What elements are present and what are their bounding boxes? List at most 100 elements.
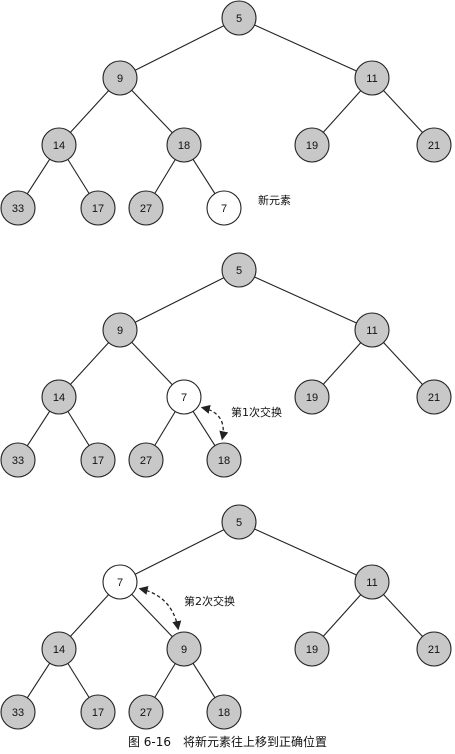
heap-node: 33 <box>0 694 36 730</box>
node-circle <box>80 442 116 478</box>
tree-edge <box>67 411 90 446</box>
node-value: 27 <box>140 455 152 467</box>
node-value: 33 <box>12 455 24 467</box>
heap-node: 17 <box>80 190 116 226</box>
tree-edge <box>254 276 357 324</box>
node-circle <box>354 312 390 348</box>
heap-node: 14 <box>41 379 77 415</box>
node-circle <box>294 631 330 667</box>
tree-edge <box>67 663 90 698</box>
node-value: 17 <box>92 455 104 467</box>
tree-edge <box>322 342 362 385</box>
node-value: 7 <box>221 203 227 215</box>
node-circle <box>128 694 164 730</box>
node-value: 17 <box>92 203 104 215</box>
heap-node: 9 <box>166 631 202 667</box>
tree-edge <box>154 663 176 698</box>
new-element-node: 7 <box>102 564 138 600</box>
node-circle <box>206 442 242 478</box>
node-value: 18 <box>178 140 190 152</box>
node-value: 18 <box>218 455 230 467</box>
node-value: 14 <box>53 392 65 404</box>
node-circle <box>221 252 257 288</box>
node-value: 11 <box>366 577 377 589</box>
heap-node: 33 <box>0 442 36 478</box>
node-value: 5 <box>236 265 242 277</box>
node-value: 14 <box>53 140 65 152</box>
node-circle <box>102 312 138 348</box>
node-value: 5 <box>236 13 242 25</box>
node-value: 21 <box>428 392 440 404</box>
node-circle <box>80 190 116 226</box>
tree-edge <box>383 90 423 133</box>
heap-node: 17 <box>80 442 116 478</box>
node-value: 7 <box>117 577 123 589</box>
heap-node: 19 <box>294 631 330 667</box>
node-circle <box>128 190 164 226</box>
node-circle <box>102 564 138 600</box>
node-circle <box>0 190 36 226</box>
heap-node: 5 <box>221 252 257 288</box>
node-circle <box>354 60 390 96</box>
node-value: 19 <box>306 392 318 404</box>
figure-caption: 图 6-16 将新元素往上移到正确位置 <box>127 735 328 749</box>
node-circle <box>294 127 330 163</box>
node-circle <box>416 631 452 667</box>
stage-3: 5 7 11 14 9 19 21 33 17 27 18 第2次交换 <box>0 504 452 730</box>
node-value: 33 <box>12 707 24 719</box>
heap-node: 33 <box>0 190 36 226</box>
node-circle <box>221 504 257 540</box>
heap-node: 9 <box>102 60 138 96</box>
node-value: 19 <box>306 140 318 152</box>
heap-node: 18 <box>206 694 242 730</box>
node-value: 18 <box>218 707 230 719</box>
tree-edge <box>322 90 362 133</box>
heap-node: 5 <box>221 504 257 540</box>
node-value: 21 <box>428 644 440 656</box>
node-circle <box>0 442 36 478</box>
tree-edge <box>254 24 357 72</box>
new-element-node: 7 <box>166 379 202 415</box>
tree-edge <box>322 594 362 637</box>
node-circle <box>416 379 452 415</box>
node-circle <box>102 60 138 96</box>
node-value: 9 <box>117 73 123 85</box>
heap-node: 11 <box>354 312 390 348</box>
heap-node: 14 <box>41 631 77 667</box>
node-circle <box>41 379 77 415</box>
tree-edge <box>154 159 176 194</box>
node-circle <box>354 564 390 600</box>
node-circle <box>41 127 77 163</box>
node-circle <box>0 694 36 730</box>
node-value: 9 <box>117 325 123 337</box>
tree-edge <box>69 342 110 385</box>
heap-node: 21 <box>416 631 452 667</box>
tree-edge <box>67 159 90 194</box>
heap-node: 27 <box>128 694 164 730</box>
tree-edge <box>131 89 173 134</box>
heap-node: 27 <box>128 442 164 478</box>
node-circle <box>206 694 242 730</box>
annotation-label: 第2次交换 <box>184 594 235 608</box>
heap-node: 18 <box>206 442 242 478</box>
tree-edge <box>383 342 423 385</box>
node-circle <box>221 0 257 36</box>
heap-node: 5 <box>221 0 257 36</box>
tree-edge <box>134 529 225 575</box>
heap-node: 9 <box>102 312 138 348</box>
heap-node: 14 <box>41 127 77 163</box>
node-circle <box>294 379 330 415</box>
heap-node: 11 <box>354 564 390 600</box>
tree-edge <box>134 277 225 323</box>
heap-node: 21 <box>416 379 452 415</box>
tree-edge <box>154 411 176 446</box>
node-value: 17 <box>92 707 104 719</box>
node-value: 9 <box>181 644 187 656</box>
tree-edge <box>192 663 216 698</box>
annotation-label: 新元素 <box>258 193 291 207</box>
tree-edge <box>131 593 173 638</box>
heap-node: 17 <box>80 694 116 730</box>
node-value: 33 <box>12 203 24 215</box>
